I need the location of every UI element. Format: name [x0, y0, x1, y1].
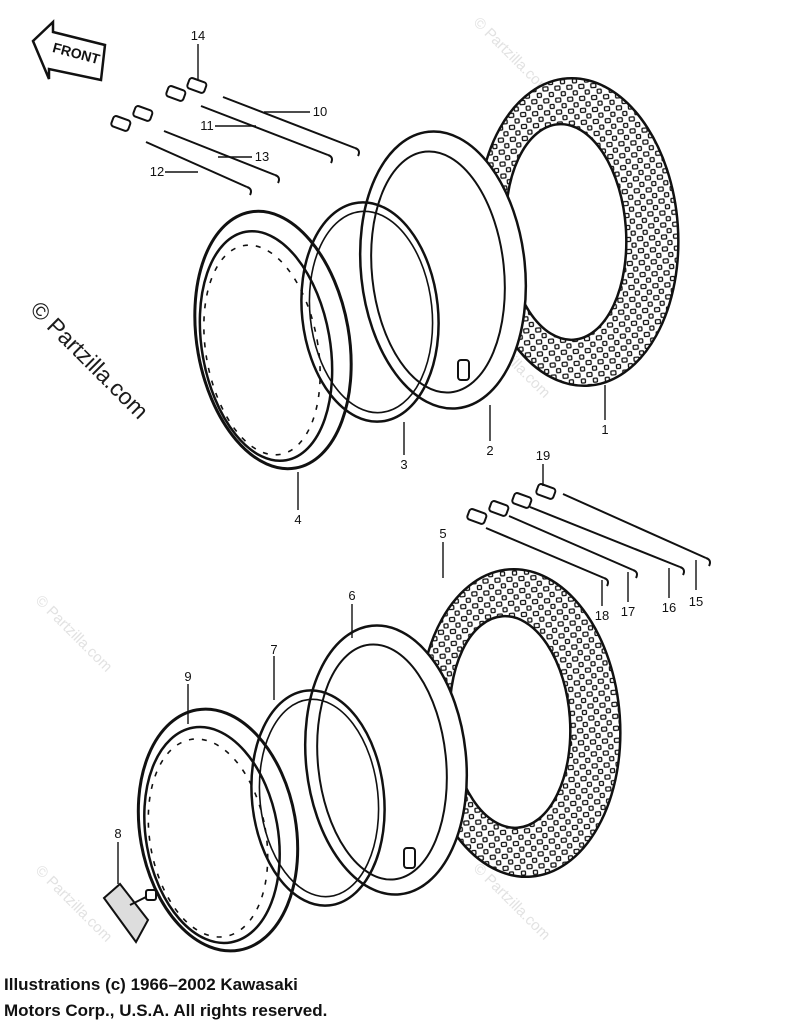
valve-stem-icon	[457, 359, 470, 381]
tire-front	[418, 567, 622, 879]
callout-18: 18	[595, 608, 609, 623]
inner-tube-front	[303, 624, 469, 896]
rim-band-rear	[300, 201, 440, 423]
callout-17: 17	[621, 604, 635, 619]
spokes-rear	[110, 77, 360, 196]
copyright-line-1: Illustrations (c) 1966–2002 Kawasaki	[4, 975, 298, 994]
callout-1: 1	[601, 422, 608, 437]
callout-16: 16	[662, 600, 676, 615]
callout-3: 3	[400, 457, 407, 472]
callout-5: 5	[439, 526, 446, 541]
callout-19: 19	[536, 448, 550, 463]
callout-8: 8	[114, 826, 121, 841]
rim-rear	[193, 209, 353, 471]
callouts: 1 2 3 4 5 6 7 8 9 10 11 12 13 14 15 16 1…	[114, 28, 703, 841]
callout-11: 11	[200, 118, 214, 133]
callout-13: 13	[255, 149, 269, 164]
callout-2: 2	[486, 443, 493, 458]
front-arrow-icon: FRONT	[31, 19, 107, 82]
valve-stem-icon	[403, 847, 416, 869]
callout-4: 4	[294, 512, 301, 527]
callout-9: 9	[184, 669, 191, 684]
tire-rear	[476, 76, 680, 388]
rim-lock	[102, 882, 157, 944]
callout-12: 12	[150, 164, 164, 179]
callout-14: 14	[191, 28, 205, 43]
callout-6: 6	[348, 588, 355, 603]
rim-front	[136, 707, 300, 953]
leader-lines	[117, 44, 697, 884]
rim-band-front	[250, 689, 386, 907]
callout-10: 10	[313, 104, 327, 119]
callout-15: 15	[689, 594, 703, 609]
spokes-front	[466, 483, 711, 587]
inner-tube-rear	[358, 130, 528, 410]
copyright-line-2: Motors Corp., U.S.A. All rights reserved…	[4, 1001, 328, 1020]
callout-7: 7	[270, 642, 277, 657]
